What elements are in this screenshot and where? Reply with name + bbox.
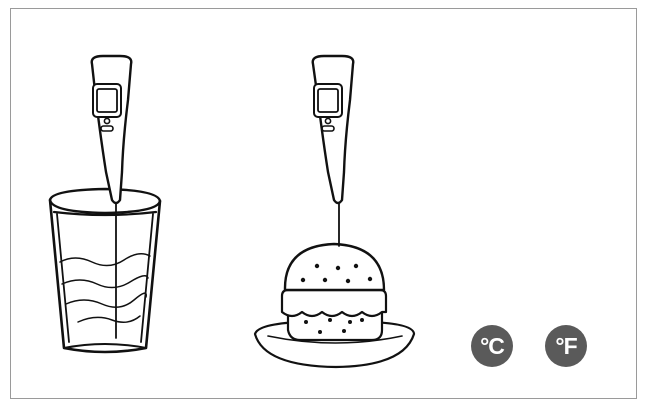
celsius-unit-badge[interactable]: °C: [471, 325, 513, 367]
right-probe-thermometer-icon: [313, 56, 354, 246]
burger-on-plate-icon: [255, 244, 414, 367]
left-probe-thermometer-icon: [92, 56, 132, 338]
fahrenheit-unit-badge[interactable]: °F: [545, 325, 587, 367]
water-glass-icon: [50, 189, 160, 352]
